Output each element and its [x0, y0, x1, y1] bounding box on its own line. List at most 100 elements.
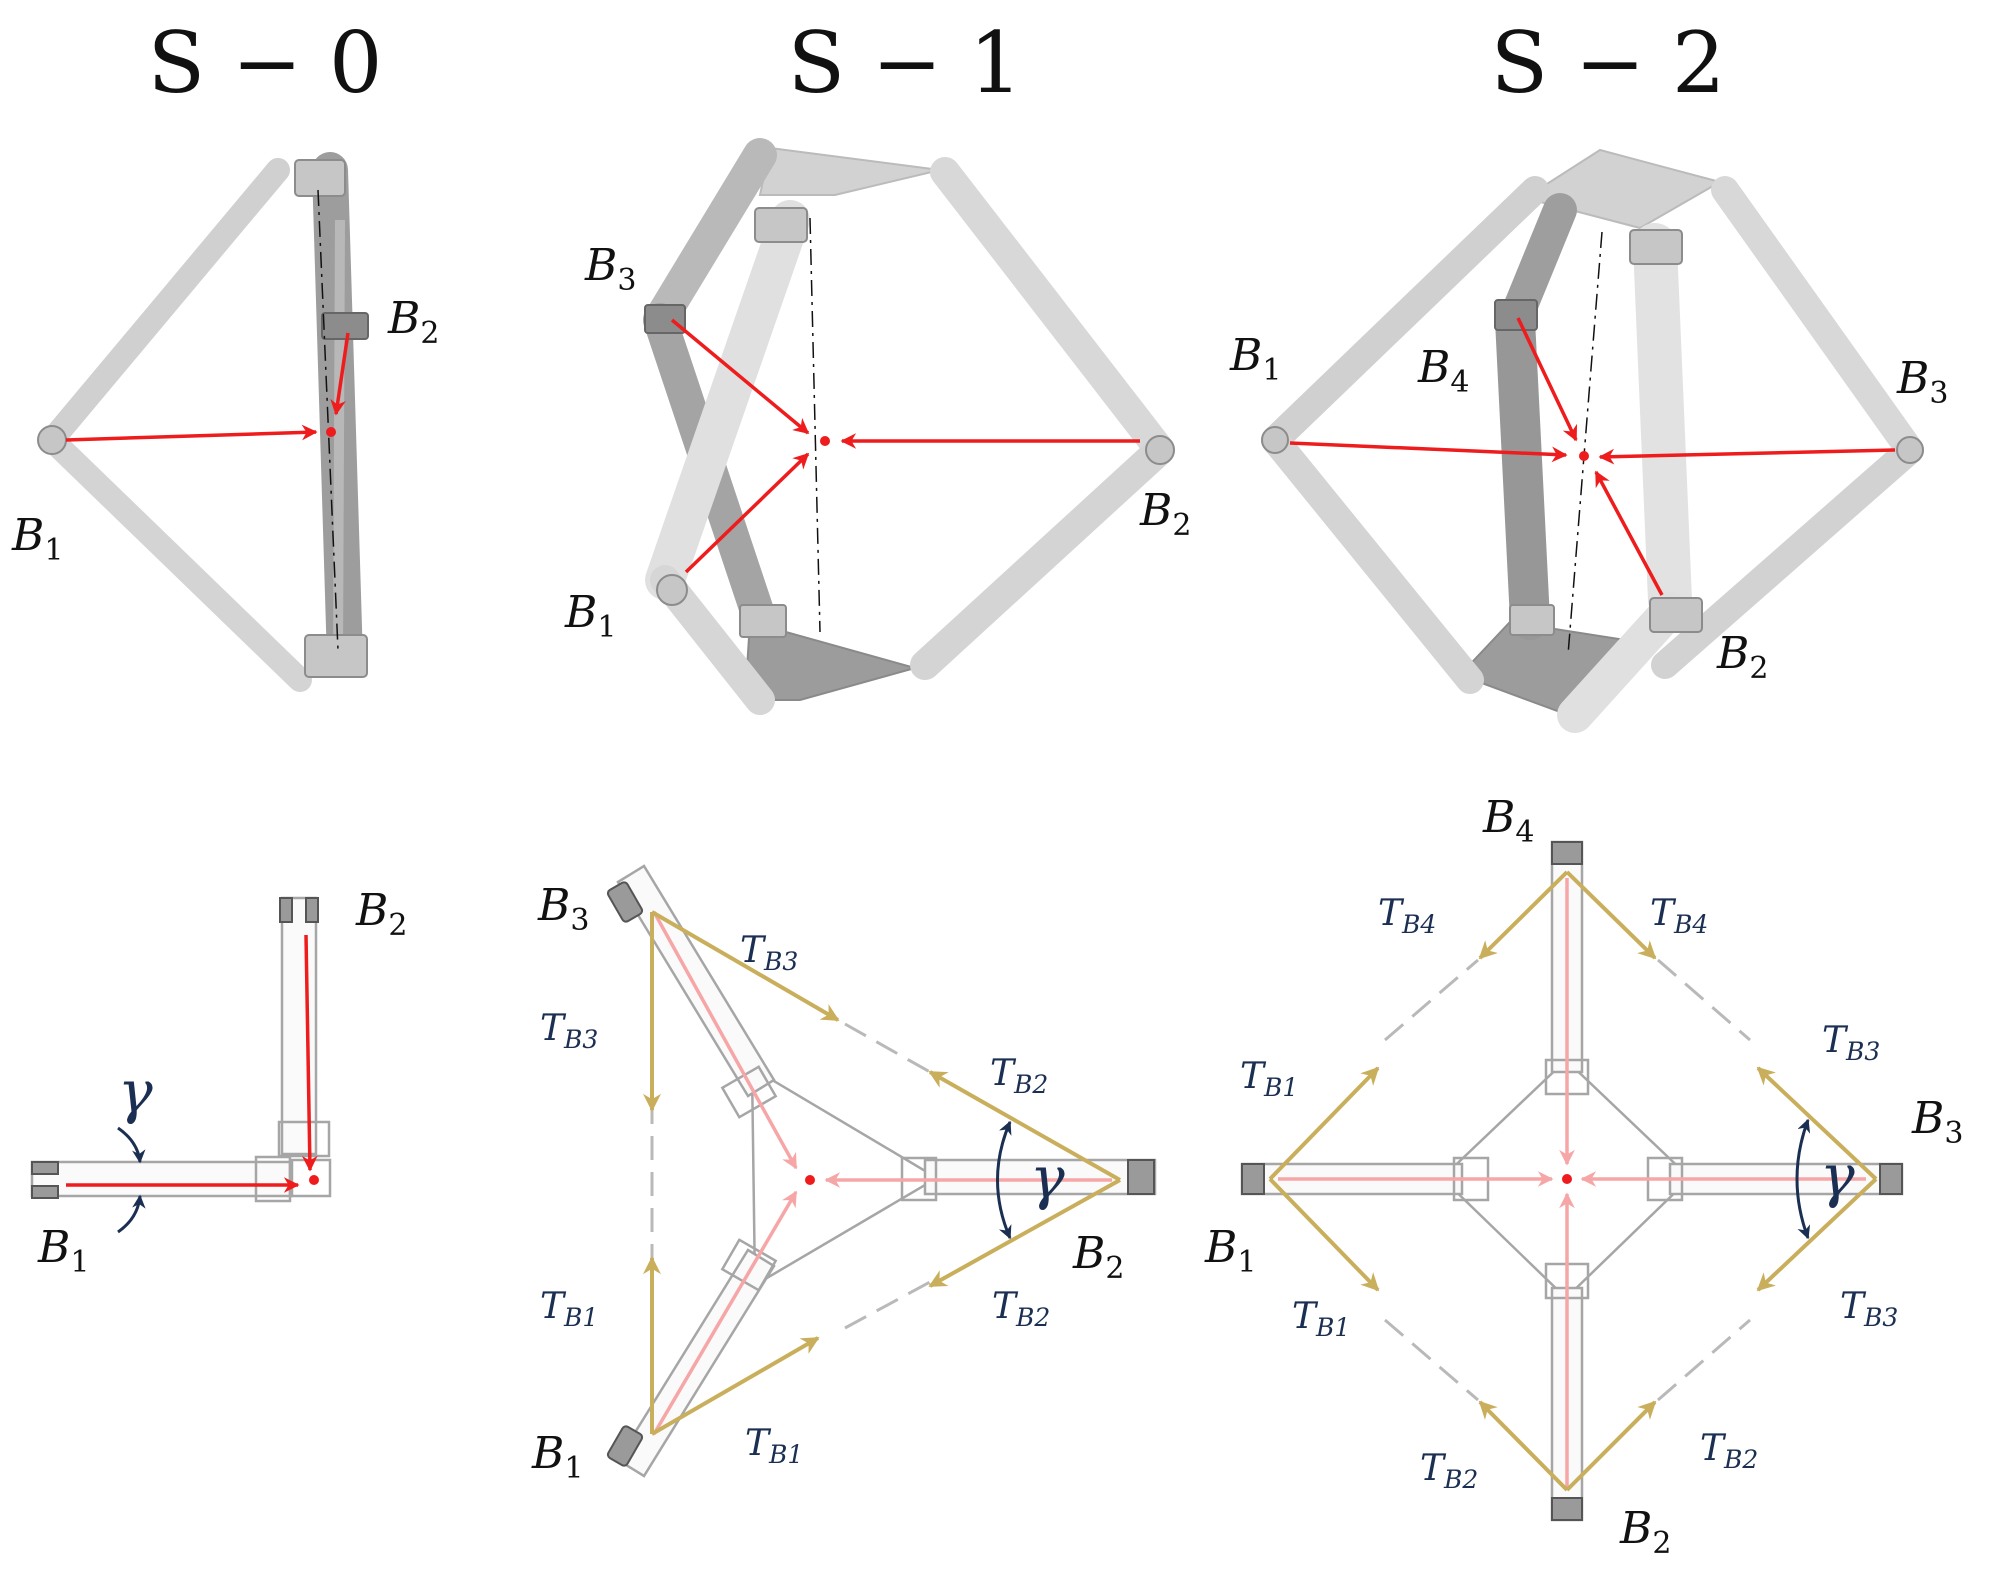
- s0-top-cap-b2b: [305, 897, 319, 923]
- s2-top-label-b3: B3: [1911, 1093, 1963, 1151]
- s1-center-point: [820, 436, 830, 446]
- s2-rod-b4-bottom: [1495, 300, 1550, 640]
- title-s1: S − 1: [788, 14, 1023, 112]
- s2-arrow-b2: [1594, 470, 1664, 596]
- s2-top-label-b2: B2: [1619, 1503, 1671, 1561]
- s1-top-label-b2: B2: [1072, 1228, 1124, 1286]
- s1-b3-joint: [644, 304, 686, 334]
- s1-top-arrow-b1: [652, 1190, 798, 1435]
- s1-top-arrow-b3: [652, 911, 798, 1170]
- s0-top-cap-b2a: [279, 897, 293, 923]
- s2-b1-joint: [1261, 426, 1289, 454]
- s2-dash-b1-b4: [1384, 958, 1479, 1042]
- s2-top-center-point: [1562, 1174, 1572, 1184]
- s1-label-b1: B1: [564, 587, 616, 645]
- s1-gold-b2-down: [928, 1178, 1121, 1288]
- s1-axis: [809, 217, 821, 633]
- s2-top-cap-b4: [1551, 841, 1583, 865]
- s0-label-b1: B1: [11, 510, 63, 568]
- s2-tension-b4-right: TB4: [1650, 893, 1708, 939]
- s0-3d-structure: [37, 152, 369, 692]
- s2-gold-b3-up: [1756, 1066, 1878, 1181]
- s2-top-cap-b1: [1241, 1163, 1265, 1195]
- s2-gamma-label: γ: [1820, 1142, 1855, 1210]
- s2-dash-b2-b3: [1657, 1318, 1751, 1402]
- s1-top-joint-b1: [720, 1238, 778, 1292]
- s2-top-label-b1: B1: [1204, 1222, 1256, 1280]
- s0-rod-vertical-highlight: [333, 219, 345, 661]
- s2-label-b1: B1: [1229, 330, 1281, 388]
- s1-bottom-joint: [739, 604, 787, 638]
- s2-rod-b1-top: [1261, 176, 1549, 454]
- s2-axis: [1567, 231, 1603, 656]
- s1-rod-b2-bottom: [910, 435, 1175, 680]
- s1-label-b3: B3: [584, 240, 636, 298]
- s0-arrow-b1: [65, 424, 318, 442]
- s2-center-point: [1579, 451, 1589, 461]
- s0-b1-joint: [37, 425, 67, 455]
- s1-dash-b1-b2: [844, 1280, 931, 1330]
- s2-rod-b1-bottom: [1261, 426, 1484, 694]
- s2-gamma-arc: [1795, 1118, 1811, 1240]
- s2-rod-b3-bottom: [1651, 436, 1924, 679]
- s1-gamma-label: γ: [1030, 1144, 1065, 1212]
- s1-top-cap-b3: [606, 881, 644, 923]
- s0-top-cap-b1b: [31, 1185, 59, 1199]
- s2-top-joint-front: [1629, 229, 1683, 265]
- s2-top-cap-b3: [1879, 1163, 1903, 1195]
- s0-top-rod-b2: [280, 896, 318, 1156]
- s2-b2-joint: [1649, 597, 1703, 633]
- s2-rod-b2-top: [1633, 223, 1692, 622]
- s1-arrow-b1: [684, 452, 810, 574]
- s1-tension-b1-lower: TB1: [745, 1423, 803, 1469]
- s1-tension-b2-upper: TB2: [990, 1053, 1048, 1099]
- s2-dash-b1-b2: [1384, 1318, 1479, 1402]
- s2-label-b2: B2: [1716, 628, 1768, 686]
- s0-top-center-point: [309, 1175, 319, 1185]
- s2-gold-b1-down: [1268, 1177, 1380, 1292]
- s2-gold-b4-right: [1565, 870, 1657, 960]
- s0-gamma-label: γ: [118, 1058, 153, 1126]
- s1-tension-b2-lower: TB2: [992, 1286, 1050, 1332]
- s1-top-center-point: [805, 1175, 815, 1185]
- s1-arrow-b3: [670, 318, 810, 435]
- s1-top-joint-b3: [720, 1065, 778, 1119]
- s2-top-view: [1240, 840, 1904, 1522]
- s2-arrow-b1: [1289, 441, 1568, 463]
- s0-center-point: [326, 427, 336, 437]
- s0-b2-joint: [321, 312, 369, 340]
- s1-gold-b3-right: [650, 910, 840, 1022]
- s2-tension-b2-left: TB2: [1420, 1448, 1478, 1494]
- s2-b3-joint: [1896, 436, 1924, 464]
- s2-arrow-b3: [1598, 448, 1896, 465]
- s0-gamma-arrow-top: [117, 1126, 146, 1164]
- s0-top-view: [30, 896, 332, 1234]
- s1-tension-b1-left: TB1: [540, 1286, 598, 1332]
- s1-rod-b1-top: [645, 200, 810, 600]
- s0-bottom-joint: [304, 634, 368, 678]
- s1-dash-b3-b2: [844, 1022, 931, 1074]
- s2-dash-b4-b3: [1657, 958, 1751, 1042]
- s1-3d-structure: [643, 138, 1175, 715]
- s0-rod-lower: [40, 428, 312, 692]
- s2-tension-b2-right: TB2: [1700, 1428, 1758, 1474]
- s0-rod-upper: [40, 158, 290, 452]
- s1-top-label-b1: B1: [531, 1428, 583, 1486]
- s1-b1-joint: [656, 574, 688, 606]
- s2-label-b3: B3: [1896, 353, 1948, 411]
- s2-tension-b1-lower: TB1: [1292, 1296, 1350, 1342]
- s1-gold-b2-up: [928, 1070, 1121, 1182]
- s2-tension-b3-lower: TB3: [1840, 1286, 1898, 1332]
- s1-tension-b3-left: TB3: [540, 1008, 598, 1054]
- s1-gold-b1-right: [650, 1336, 820, 1436]
- s2-bottom-joint: [1509, 604, 1555, 636]
- title-s2: S − 2: [1491, 14, 1726, 112]
- s0-arrow-b2: [330, 332, 350, 416]
- s2-top-label-b4: B4: [1482, 792, 1534, 850]
- s2-gold-b3-down: [1756, 1177, 1878, 1292]
- s1-top-cap-b2: [1127, 1159, 1155, 1195]
- s1-rod-b3-top: [643, 138, 777, 337]
- s0-top-label-b2: B2: [355, 885, 407, 943]
- title-s0: S − 0: [148, 14, 383, 112]
